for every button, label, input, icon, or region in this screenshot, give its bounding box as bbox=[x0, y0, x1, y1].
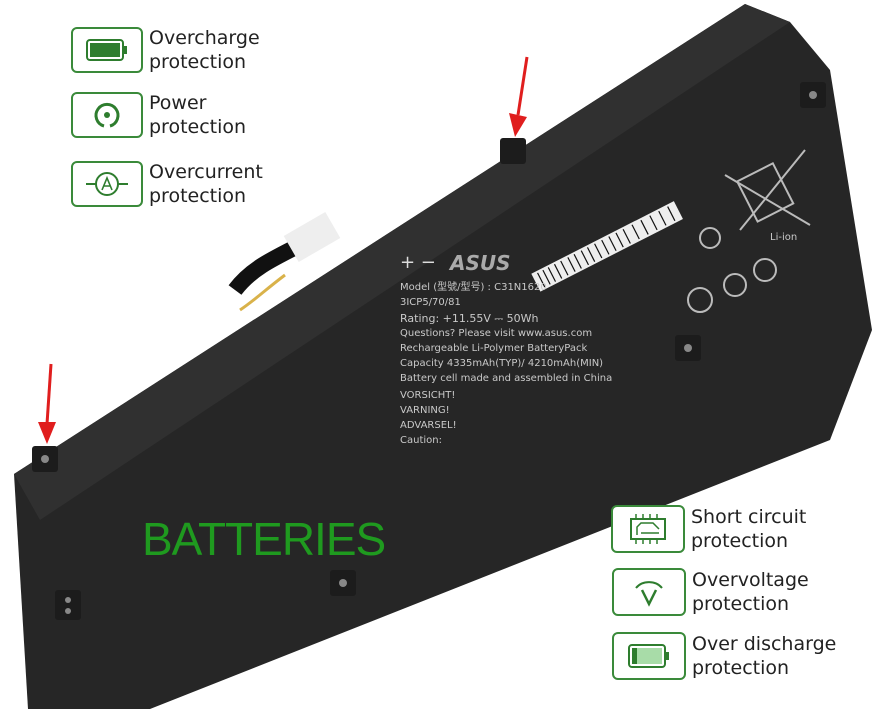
feature-subtitle: protection bbox=[692, 657, 790, 679]
red-arrow-icon bbox=[509, 56, 529, 137]
battery-model: Model (型號/型号) : C31N1620 bbox=[400, 282, 547, 293]
certification-marks bbox=[687, 227, 777, 313]
feature-subtitle: protection bbox=[149, 51, 247, 73]
battery-li-ion: Li-ion bbox=[770, 232, 798, 243]
feature-subtitle: protection bbox=[691, 530, 789, 552]
battery-warning-dk: ADVARSEL! bbox=[400, 420, 457, 431]
battery-body bbox=[14, 4, 872, 709]
battery-full-icon bbox=[71, 27, 143, 73]
battery-low-icon bbox=[612, 632, 686, 680]
feature-title: Overvoltage bbox=[692, 569, 809, 591]
feature-title: Overcharge bbox=[149, 27, 260, 49]
feature-subtitle: protection bbox=[149, 185, 247, 207]
battery-brand-logo: ASUS bbox=[450, 251, 511, 275]
feature-title: Overcurrent bbox=[149, 161, 263, 183]
barcode bbox=[531, 201, 683, 292]
circuit-board-icon bbox=[611, 505, 685, 553]
mounting-tabs bbox=[32, 82, 826, 620]
feature-title: Over discharge bbox=[692, 633, 837, 655]
battery-warning-se: VARNING! bbox=[400, 405, 450, 416]
connector-cable bbox=[228, 212, 341, 312]
red-arrow-icon bbox=[38, 363, 56, 444]
power-icon bbox=[71, 92, 143, 138]
battery-polarity: + − bbox=[400, 252, 436, 273]
feature-title: Power bbox=[149, 92, 207, 114]
battery-capacity: Capacity 4335mAh(TYP)/ 4210mAh(MIN) bbox=[400, 358, 604, 369]
battery-caution: Caution: bbox=[400, 435, 442, 446]
feature-subtitle: protection bbox=[692, 593, 790, 615]
watermark: BATTERIES bbox=[142, 513, 386, 565]
battery-sheen bbox=[14, 4, 790, 520]
feature-title: Short circuit bbox=[691, 506, 807, 528]
battery-rating: Rating: +11.55V ⎓ 50Wh bbox=[400, 312, 539, 325]
battery-origin: Battery cell made and assembled in China bbox=[400, 373, 613, 384]
battery-type: Rechargeable Li-Polymer BatteryPack bbox=[400, 343, 588, 354]
recycle-bin-crossed-icon bbox=[724, 149, 811, 231]
battery-questions: Questions? Please visit www.asus.com bbox=[400, 328, 593, 339]
feature-subtitle: protection bbox=[149, 116, 247, 138]
battery-cells: 3ICP5/70/81 bbox=[400, 297, 461, 308]
battery-warning-de: VORSICHT! bbox=[400, 390, 456, 401]
voltmeter-icon bbox=[612, 568, 686, 616]
ammeter-icon bbox=[71, 161, 143, 207]
